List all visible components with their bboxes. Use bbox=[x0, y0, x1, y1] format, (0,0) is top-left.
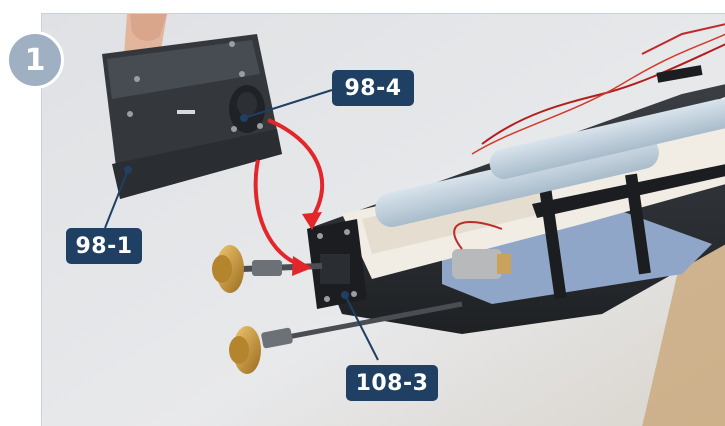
step-number-badge: 1 bbox=[6, 31, 64, 89]
callout-98-4: 98-4 bbox=[332, 70, 414, 106]
callout-98-1: 98-1 bbox=[66, 228, 142, 264]
callout-108-3: 108-3 bbox=[346, 365, 438, 401]
assembly-photo bbox=[41, 13, 725, 426]
